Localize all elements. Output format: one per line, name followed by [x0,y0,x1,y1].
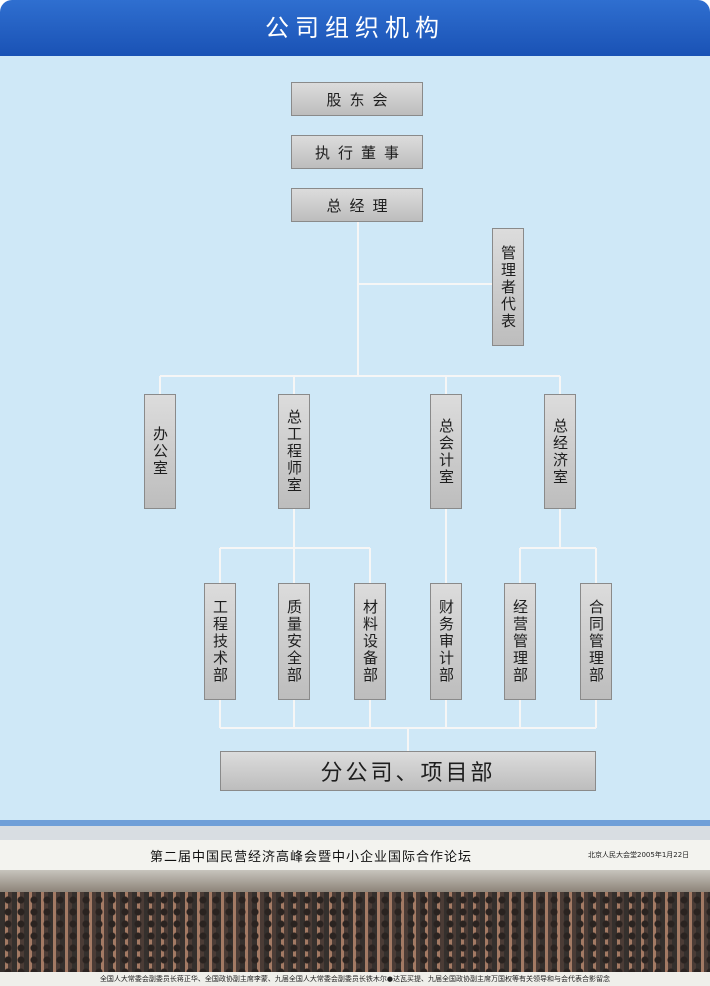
node-executive-director: 执行董事 [291,135,423,169]
node-office: 办公室 [144,394,176,509]
connector-lines [159,222,597,751]
node-chief-accountant-office: 总会计室 [430,394,462,509]
group-photo: 第二届中国民营经济高峰会暨中小企业国际合作论坛 北京人民大会堂2005年1月22… [0,820,710,986]
node-engineering-technology: 工程技术部 [204,583,236,700]
node-materials-equipment: 材料设备部 [354,583,386,700]
photo-date: 北京人民大会堂2005年1月22日 [588,851,690,859]
node-management-representative: 管理者代表 [492,228,524,346]
photo-banner [0,840,710,870]
node-operations-management: 经营管理部 [504,583,536,700]
node-branches-projects: 分公司、项目部 [220,751,596,791]
node-chief-economist-office: 总经济室 [544,394,576,509]
node-contract-management: 合同管理部 [580,583,612,700]
node-finance-audit: 财务审计部 [430,583,462,700]
node-general-manager: 总经理 [291,188,423,222]
node-quality-safety: 质量安全部 [278,583,310,700]
node-chief-engineer-office: 总工程师室 [278,394,310,509]
photo-caption: 全国人大常委会副委员长蒋正华、全国政协副主席李蒙、九届全国人大常委会副委员长铁木… [0,972,710,986]
photo-title: 第二届中国民营经济高峰会暨中小企业国际合作论坛 [150,850,473,865]
page-header: 公司组织机构 [0,0,710,56]
page-title: 公司组织机构 [265,14,445,42]
photo-hall-ceiling [0,870,710,892]
org-chart: 股东会 执行董事 总经理 管理者代表 办公室 总工程师室 总会计室 总经济室 工… [0,56,710,820]
node-shareholders: 股东会 [291,82,423,116]
